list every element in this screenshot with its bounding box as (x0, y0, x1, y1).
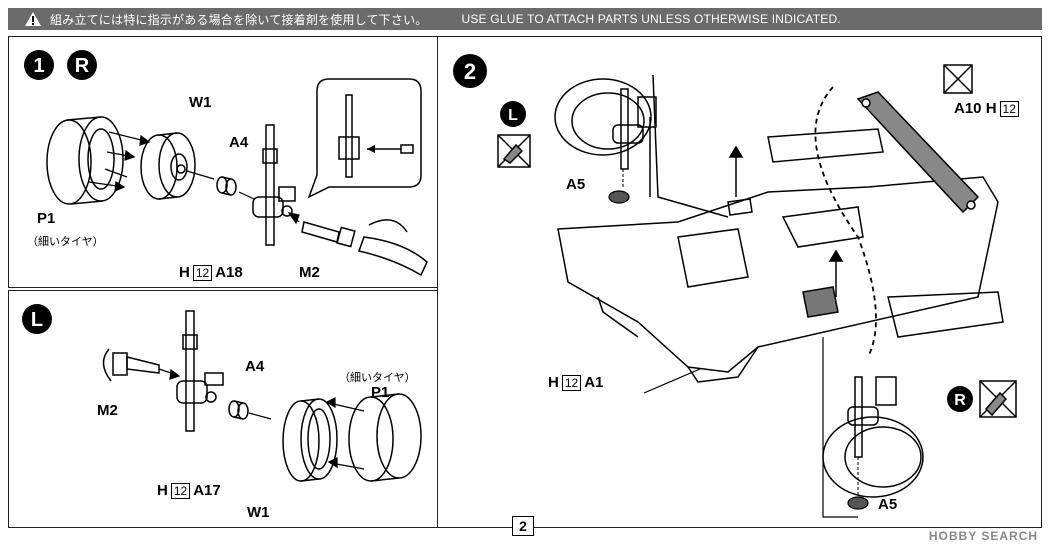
steering-arm-a10 (856, 91, 980, 214)
label-w1: W1 (189, 94, 212, 111)
note-thin-tire: （細いタイヤ） (27, 235, 104, 248)
label-a4: A4 (229, 134, 249, 151)
screw-m2-left (102, 348, 160, 382)
side-l-badge: L (31, 309, 43, 331)
part-a5-bottom (847, 496, 869, 510)
detail-inset (307, 78, 422, 199)
screw-m2 (301, 219, 428, 277)
knuckle-a18 (252, 124, 296, 246)
note-thin-tire-left: （細いタイヤ） (339, 371, 416, 384)
label-a5-top: A5 (566, 176, 586, 193)
knuckle-a17 (176, 310, 224, 432)
side-r-badge: R (75, 55, 90, 77)
front-right-wheel (822, 376, 924, 498)
step-2-panel: 2 L (437, 36, 1042, 528)
step-1-left-panel: L (8, 290, 438, 528)
step-1-right-illustration: 1 R (24, 50, 428, 277)
no-glue-icon-left (497, 134, 531, 168)
no-glue-icon-top (943, 64, 973, 94)
watermark: HOBBY SEARCH (928, 529, 1038, 543)
label-p1: P1 (37, 210, 56, 227)
step-2-number: 2 (464, 59, 476, 84)
side-l-badge-step2: L (508, 107, 518, 124)
bushing-a4-left (228, 400, 249, 420)
label-m2-left: M2 (97, 402, 118, 419)
label-a5-bottom: A5 (878, 496, 898, 513)
tire-p1-left (348, 393, 422, 482)
glue-warning-banner: 組み立てには特に指示がある場合を除いて接着剤を使用して下さい。 USE GLUE… (8, 8, 1042, 30)
label-p1-left: P1 (371, 384, 390, 401)
bushing-a4 (216, 176, 237, 196)
step-2-illustration: 2 L (453, 54, 1017, 518)
warning-icon (22, 8, 44, 30)
tire-p1 (46, 116, 124, 205)
label-m2: M2 (299, 264, 320, 281)
step-1-number: 1 (33, 55, 44, 77)
knuckle-top-left (612, 88, 657, 170)
glue-warning-en: USE GLUE TO ATTACH PARTS UNLESS OTHERWIS… (461, 12, 841, 26)
wheel-w1-left (282, 398, 338, 482)
label-w1-left: W1 (247, 504, 270, 521)
step-1-right-panel: 1 R (8, 36, 438, 288)
wheel-w1 (140, 132, 196, 200)
label-a4-left: A4 (245, 358, 265, 375)
front-left-wheel (554, 74, 729, 218)
step-1-left-illustration: L (22, 304, 422, 482)
no-glue-icon-right (979, 380, 1017, 418)
side-r-badge-step2: R (954, 392, 966, 409)
part-a5-top (608, 190, 630, 204)
glue-warning-jp: 組み立てには特に指示がある場合を除いて接着剤を使用して下さい。 (50, 12, 428, 27)
page-number: 2 (512, 516, 534, 536)
chassis-a1 (557, 128, 1004, 383)
